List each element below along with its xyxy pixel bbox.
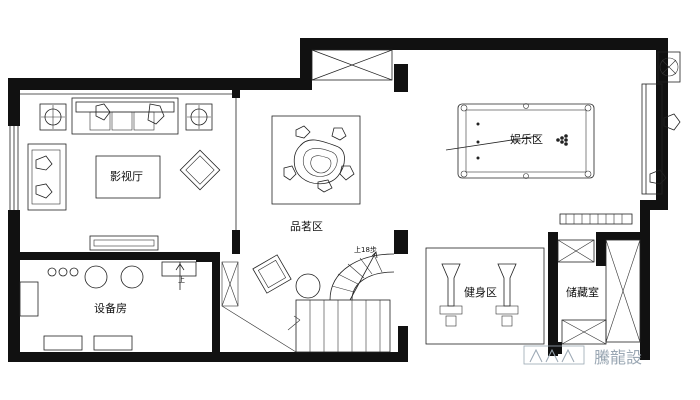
room-label-equipment: 设备房	[94, 301, 127, 315]
watermark: 騰龍設	[523, 345, 642, 367]
staircase	[221, 251, 395, 353]
gym-equipment	[425, 247, 545, 345]
room-label-cinema: 影视厅	[110, 169, 143, 183]
tea-area-furniture	[252, 115, 361, 299]
windows	[8, 49, 663, 210]
interior-walls	[20, 64, 644, 356]
cinema-furniture	[27, 97, 221, 251]
billiards-table	[445, 103, 595, 179]
room-label-storage: 储藏室	[566, 285, 599, 299]
storage-hatch	[557, 239, 641, 345]
watermark-text: 騰龍設	[594, 348, 642, 367]
room-label-gym: 健身区	[464, 285, 497, 299]
stair-up-label: 上	[178, 275, 185, 284]
room-label-tea: 品茗区	[290, 220, 323, 233]
stair-up-steps-label: 上18步	[354, 245, 377, 254]
equipment-furniture	[19, 261, 197, 351]
room-label-entertainment: 娱乐区	[510, 132, 543, 146]
bay-furniture	[559, 51, 681, 225]
